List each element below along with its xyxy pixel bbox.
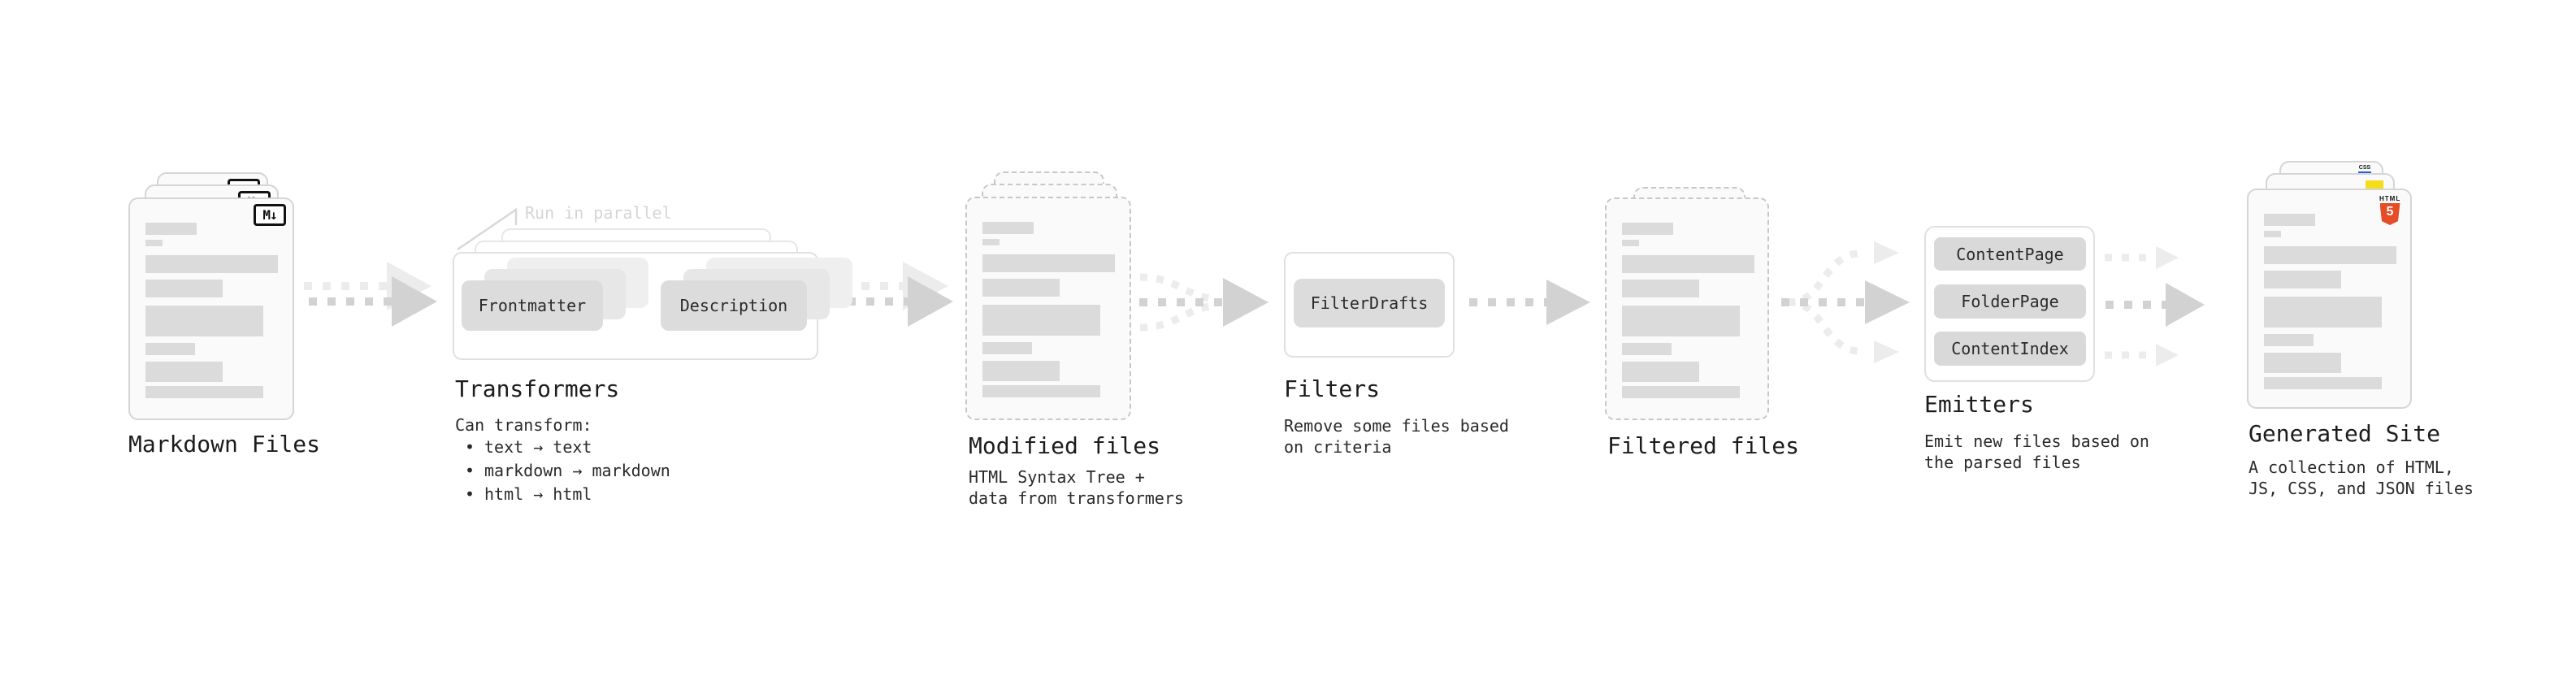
arrow-filtered-to-emitters	[1781, 280, 1910, 324]
run-in-parallel-leader-line	[457, 207, 518, 251]
arrow-emitters-to-generated-bottom	[2105, 344, 2179, 367]
arrow-emitters-to-generated	[2087, 283, 2205, 327]
parallel-arrows-icon	[611, 277, 648, 310]
arrow-modified-to-filters	[1139, 278, 1268, 327]
arrow-emitters-to-generated-top	[2105, 246, 2179, 269]
arrow-transformers-to-modified	[829, 276, 953, 327]
arrow-filtered-to-emitters-fanout-top	[1787, 241, 1899, 306]
arrow-markdown-to-transformers	[309, 276, 437, 327]
arrow-filtered-to-emitters-fanout-bottom	[1787, 298, 1899, 363]
arrow-modified-to-filters-fanin	[1139, 273, 1218, 332]
arrow-filters-to-filtered	[1469, 280, 1590, 325]
